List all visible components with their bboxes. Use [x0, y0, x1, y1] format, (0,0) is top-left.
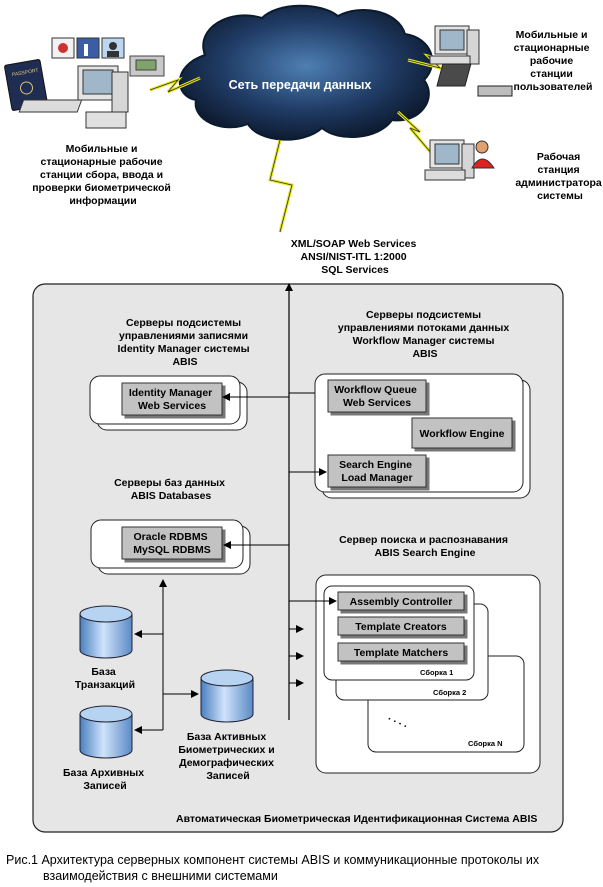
archive-db-label: База Архивных Записей: [63, 767, 147, 792]
assembly-controller-label: Assembly Controller: [350, 596, 453, 608]
archive-db-cylinder: [79, 705, 133, 759]
svg-text:PASSPORT: PASSPORT: [12, 68, 39, 79]
database-box-label: Oracle RDBMS MySQL RDBMS: [133, 531, 210, 556]
template-creators-label: Template Creators: [355, 621, 447, 633]
search-engine-server: Сборка N . . . . Сборка 2 Сборка 1 Assem…: [315, 574, 541, 774]
workflow-manager-server: Workflow Queue Web Services Workflow Eng…: [314, 373, 531, 499]
identity-manager-box-label: Identity Manager Web Services: [129, 387, 215, 412]
collection-stations-label: Мобильные и стационарные рабочие станции…: [32, 143, 174, 207]
admin-station-label: Рабочая станция администратора системы: [515, 151, 603, 202]
system-label: Автоматическая Биометрическая Идентифика…: [176, 813, 537, 825]
database-links: [134, 579, 199, 734]
assembly-2-label: Сборка 2: [433, 688, 466, 697]
search-load-manager-label: Search Engine Load Manager: [339, 459, 415, 484]
template-matchers-label: Template Matchers: [354, 647, 448, 659]
user-stations-label: Мобильные и стационарные рабочие станции…: [514, 29, 593, 93]
search-engine-title: Сервер поиска и распознавания ABIS Searc…: [339, 534, 511, 559]
assembly-n-label: Сборка N: [468, 739, 503, 748]
transactions-db-cylinder: [79, 605, 133, 659]
transactions-db-label: База Транзакций: [75, 666, 135, 691]
identity-manager-title: Серверы подсистемы управлениями записями…: [118, 317, 253, 368]
identity-manager-server: Identity Manager Web Services: [89, 375, 248, 431]
cloud-label: Сеть передачи данных: [229, 78, 372, 92]
collection-workstations-icon: PASSPORT: [4, 37, 165, 129]
protocols-label: XML/SOAP Web Services ANSI/NIST-ITL 1:20…: [291, 238, 420, 276]
databases-title: Серверы баз данных ABIS Databases: [114, 477, 228, 502]
figure-caption: Рис.1 Архитектура серверных компонент си…: [6, 853, 543, 883]
network-cloud: Сеть передачи данных: [178, 4, 434, 141]
assembly-1-label: Сборка 1: [420, 668, 453, 677]
admin-workstation-icon: [424, 139, 495, 181]
active-db-cylinder: [200, 669, 254, 723]
bus-to-search-arrows: [289, 597, 337, 687]
workflow-manager-title: Серверы подсистемы управлениями потоками…: [338, 309, 512, 360]
workflow-queue-label: Workflow Queue Web Services: [334, 384, 420, 409]
user-workstations-icon: [429, 25, 513, 97]
database-server: Oracle RDBMS MySQL RDBMS: [90, 519, 251, 575]
active-db-label: База Активных Биометрических и Демографи…: [178, 731, 277, 782]
workflow-engine-label: Workflow Engine: [420, 428, 505, 440]
